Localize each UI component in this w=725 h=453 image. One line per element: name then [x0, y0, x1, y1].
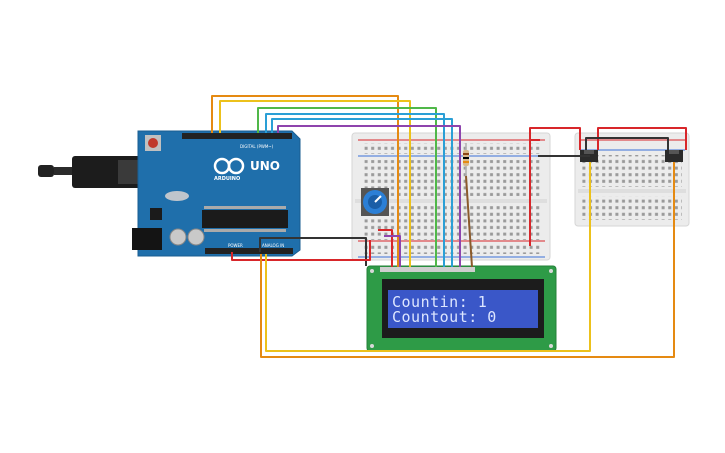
arduino-analog-label: ANALOG IN	[262, 243, 285, 248]
resistor-icon	[463, 143, 469, 176]
arduino-brand-label: ARDUINO	[214, 176, 241, 182]
arduino-uno-board[interactable]	[38, 130, 301, 257]
ir-sensor-icon	[580, 150, 683, 162]
small-breadboard[interactable]	[574, 132, 690, 227]
wires	[211, 95, 687, 358]
lcd-line-1: Countin: 1	[392, 293, 488, 311]
arduino-model-label: UNO	[250, 159, 280, 173]
lcd-line-2: Countout: 0	[392, 308, 497, 326]
lcd-module[interactable]	[366, 265, 557, 352]
arduino-digital-label: DIGITAL (PWM~)	[240, 144, 274, 149]
potentiometer-icon[interactable]	[361, 188, 389, 216]
arduino-power-label: POWER	[228, 243, 243, 248]
